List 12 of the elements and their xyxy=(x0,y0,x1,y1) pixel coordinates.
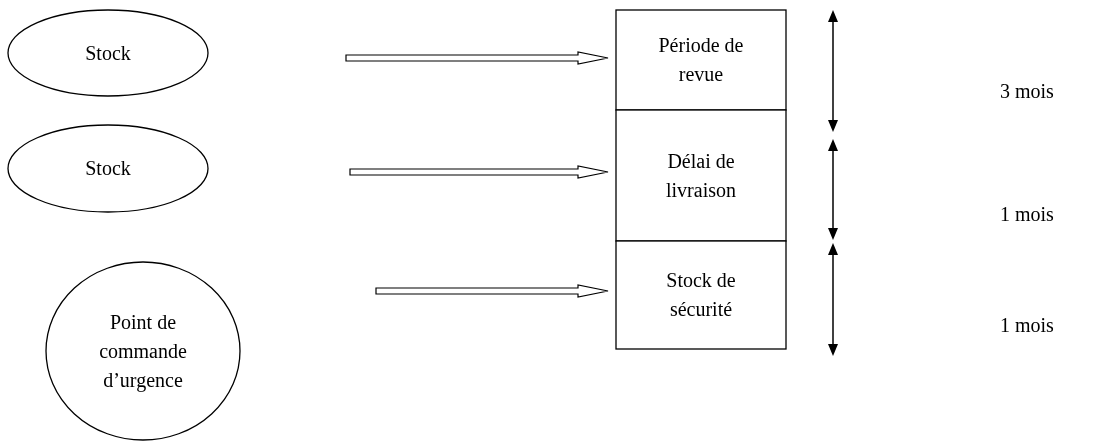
node-label: Stock xyxy=(85,156,131,181)
node-label: Période de revue xyxy=(657,33,745,87)
node-label: Point de commande d’urgence xyxy=(98,309,188,394)
hollow-arrow xyxy=(375,284,609,298)
duration-label: 1 mois xyxy=(1000,314,1054,337)
hollow-arrow xyxy=(345,51,609,65)
hollow-arrow xyxy=(349,165,609,179)
duration-label: 1 mois xyxy=(1000,203,1054,226)
duration-label: 3 mois xyxy=(1000,80,1054,103)
node-label: Stock de sécurité xyxy=(665,268,737,322)
node-label: Délai de livraison xyxy=(665,148,737,203)
node-label: Stock xyxy=(85,40,131,66)
